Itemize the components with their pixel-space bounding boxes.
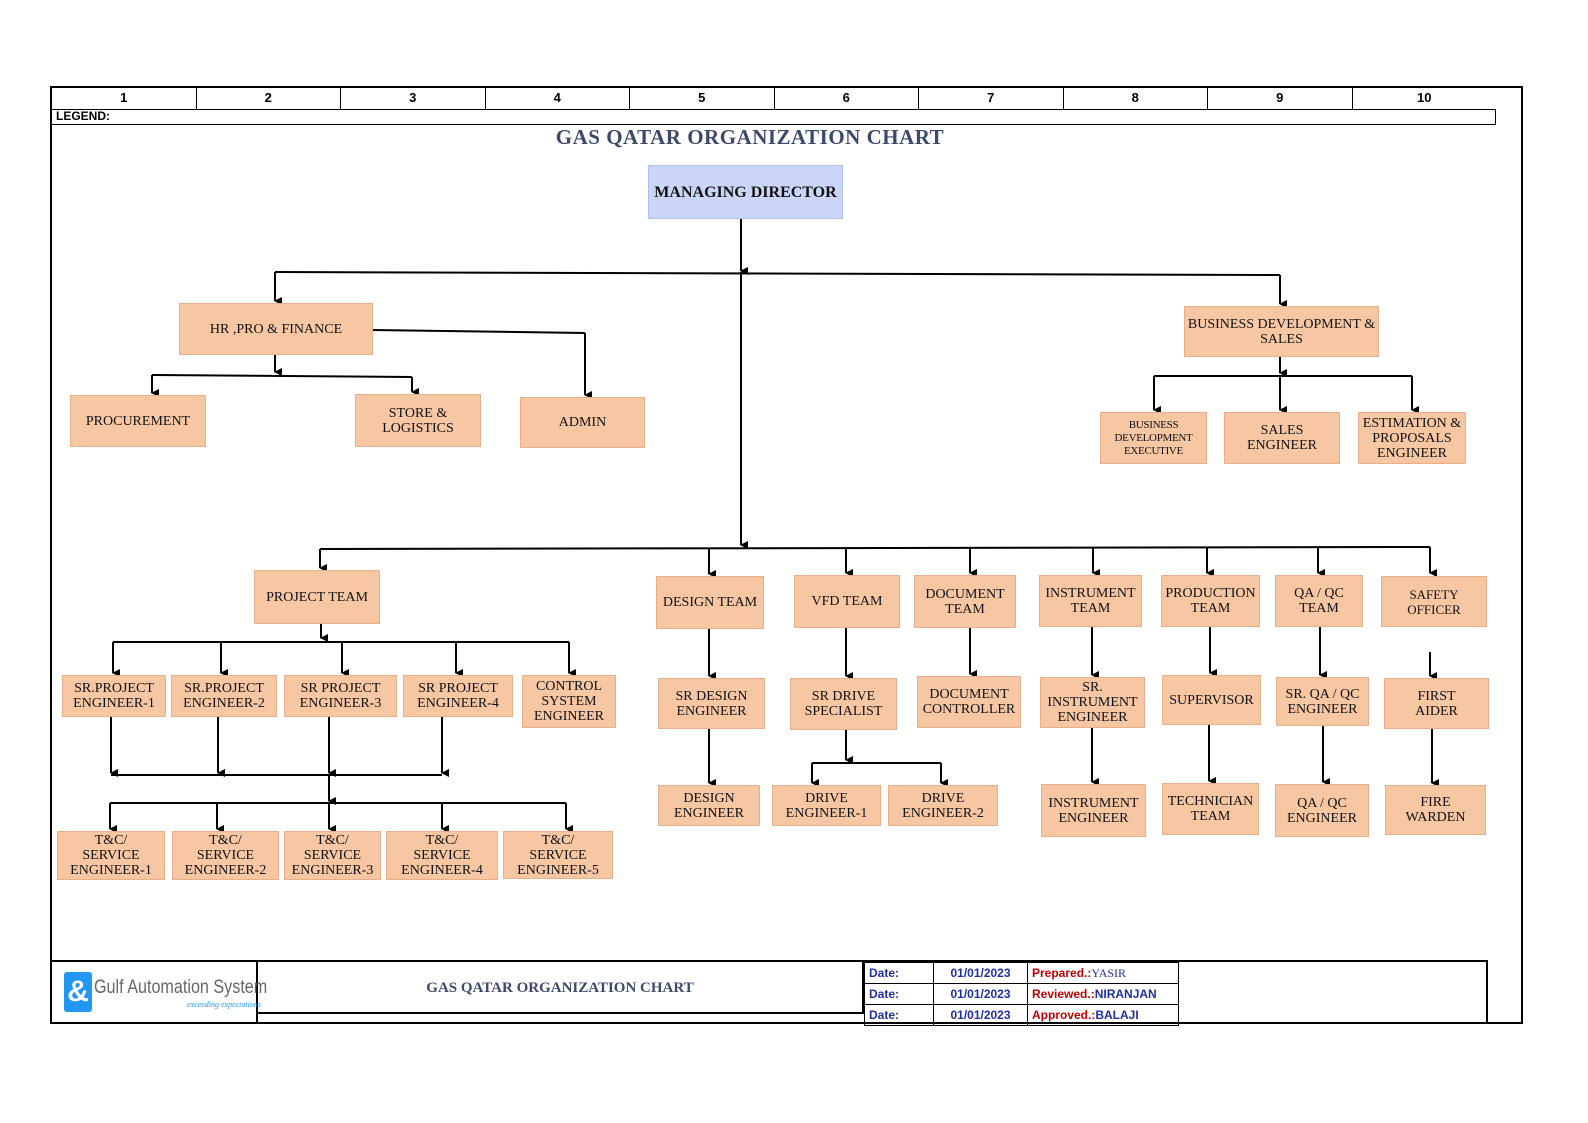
box-tc-service-engineer-3: T&C/ SERVICE ENGINEER-3: [284, 831, 381, 880]
date-value: 01/01/2023: [933, 962, 1028, 984]
box-qa-qc-team: QA / QC TEAM: [1275, 575, 1363, 627]
ruler-cell: 6: [775, 87, 919, 109]
box-managing-director: MANAGING DIRECTOR: [648, 165, 843, 219]
company-name: Gulf Automation System: [94, 977, 268, 998]
signoff-cell: Reviewed.:NIRANJAN: [1027, 983, 1179, 1005]
ruler-cell: 8: [1064, 87, 1208, 109]
box-hr-pro-finance: HR ,PRO & FINANCE: [179, 303, 373, 355]
footer-title: GAS QATAR ORGANIZATION CHART: [426, 980, 694, 996]
approved-label: Approved.:: [1032, 1008, 1096, 1022]
box-first-aider: FIRST AIDER: [1384, 678, 1489, 729]
prepared-name: YASIR: [1091, 965, 1127, 980]
box-sr-drive-specialist: SR DRIVE SPECIALIST: [790, 678, 897, 730]
reviewed-label: Reviewed.:: [1032, 987, 1095, 1001]
box-store-logistics: STORE & LOGISTICS: [355, 394, 481, 447]
ruler-cell: 7: [919, 87, 1064, 109]
box-document-team: DOCUMENT TEAM: [914, 575, 1016, 628]
ruler-cell: 9: [1208, 87, 1353, 109]
box-business-development-sales: BUSINESS DEVELOPMENT & SALES: [1184, 306, 1379, 357]
box-procurement: PROCUREMENT: [70, 395, 206, 447]
legend-label: LEGEND:: [56, 109, 110, 123]
box-sr-project-engineer-3: SR PROJECT ENGINEER-3: [284, 675, 397, 717]
box-sr-project-engineer-4: SR PROJECT ENGINEER-4: [403, 675, 513, 717]
box-control-system-engineer: CONTROL SYSTEM ENGINEER: [522, 675, 616, 728]
company-logo: & Gulf Automation System exceeding expec…: [52, 962, 267, 1024]
box-sr-design-engineer: SR DESIGN ENGINEER: [658, 678, 765, 729]
date-value: 01/01/2023: [933, 1004, 1028, 1026]
ruler-cell: 4: [486, 87, 630, 109]
box-business-development-executive: BUSINESS DEVELOPMENT EXECUTIVE: [1100, 412, 1207, 464]
box-instrument-team: INSTRUMENT TEAM: [1039, 575, 1142, 627]
box-tc-service-engineer-2: T&C/ SERVICE ENGINEER-2: [172, 831, 279, 880]
ruler-cell: 10: [1417, 90, 1432, 105]
box-design-team: DESIGN TEAM: [656, 576, 764, 629]
table-row: Date: 01/01/2023 Prepared.:YASIR: [864, 962, 1179, 984]
box-tc-service-engineer-1: T&C/ SERVICE ENGINEER-1: [57, 831, 165, 880]
drawing-frame: [50, 86, 1523, 1024]
approved-name: BALAJI: [1095, 1008, 1139, 1022]
date-value: 01/01/2023: [933, 983, 1028, 1005]
ruler-cell: 5: [630, 87, 775, 109]
box-drive-engineer-2: DRIVE ENGINEER-2: [888, 785, 998, 826]
box-sr-qa-qc-engineer: SR. QA / QC ENGINEER: [1276, 677, 1369, 726]
box-vfd-team: VFD TEAM: [794, 575, 900, 628]
chart-title: GAS QATAR ORGANIZATION CHART: [555, 125, 945, 149]
table-row: Date: 01/01/2023 Approved.:BALAJI: [864, 1004, 1179, 1026]
box-supervisor: SUPERVISOR: [1162, 675, 1261, 725]
column-ruler: 1 2 3 4 5 6 7 8 9 10: [52, 87, 1496, 110]
box-document-controller: DOCUMENT CONTROLLER: [917, 676, 1021, 728]
box-safety-officer: SAFETY OFFICER: [1381, 576, 1487, 627]
box-instrument-engineer: INSTRUMENT ENGINEER: [1041, 784, 1146, 837]
box-design-engineer: DESIGN ENGINEER: [658, 785, 760, 826]
date-label: Date:: [864, 1004, 934, 1026]
box-project-team: PROJECT TEAM: [254, 570, 380, 624]
box-qa-qc-engineer: QA / QC ENGINEER: [1275, 784, 1369, 837]
date-label: Date:: [864, 962, 934, 984]
box-technician-team: TECHNICIAN TEAM: [1162, 783, 1259, 835]
box-sr-instrument-engineer: SR. INSTRUMENT ENGINEER: [1040, 677, 1145, 728]
date-label: Date:: [864, 983, 934, 1005]
box-estimation-proposals-engineer: ESTIMATION & PROPOSALS ENGINEER: [1358, 412, 1466, 464]
box-sr-project-engineer-1: SR.PROJECT ENGINEER-1: [62, 675, 166, 717]
ruler-cell: 1: [52, 87, 197, 109]
box-tc-service-engineer-4: T&C/ SERVICE ENGINEER-4: [386, 831, 498, 880]
prepared-label: Prepared.:: [1032, 965, 1092, 980]
table-row: Date: 01/01/2023 Reviewed.:NIRANJAN: [864, 983, 1179, 1005]
ruler-cell: 2: [197, 87, 341, 109]
signoff-table: Date: 01/01/2023 Prepared.:YASIR Date: 0…: [864, 962, 1179, 1026]
footer-title-cell: GAS QATAR ORGANIZATION CHART: [258, 962, 864, 1014]
company-tagline: exceeding expectations: [187, 1000, 261, 1009]
box-fire-warden: FIRE WARDEN: [1385, 785, 1486, 835]
ruler-cell: 3: [341, 87, 486, 109]
box-tc-service-engineer-5: T&C/ SERVICE ENGINEER-5: [503, 831, 613, 879]
ampersand-logo-icon: &: [64, 972, 92, 1012]
box-production-team: PRODUCTION TEAM: [1161, 575, 1260, 627]
box-admin: ADMIN: [520, 397, 645, 448]
box-sales-engineer: SALES ENGINEER: [1224, 412, 1340, 464]
reviewed-name: NIRANJAN: [1094, 987, 1157, 1001]
box-drive-engineer-1: DRIVE ENGINEER-1: [772, 785, 881, 826]
box-sr-project-engineer-2: SR.PROJECT ENGINEER-2: [171, 675, 277, 717]
legend-row: LEGEND:: [52, 109, 1496, 125]
signoff-cell: Prepared.:YASIR: [1027, 962, 1179, 984]
signoff-cell: Approved.:BALAJI: [1027, 1004, 1179, 1026]
title-block: & Gulf Automation System exceeding expec…: [52, 960, 1488, 1026]
